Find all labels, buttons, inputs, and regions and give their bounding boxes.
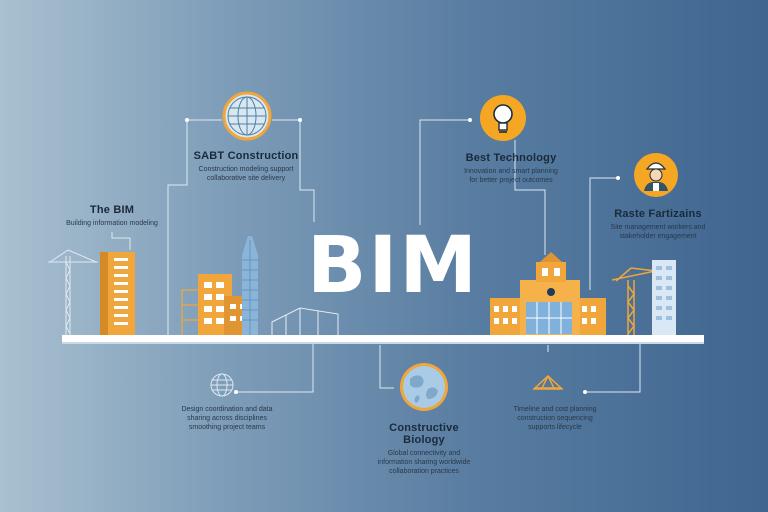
label-top-left-desc: Construction modeling support collaborat… — [198, 166, 294, 182]
building-left-tall — [100, 252, 135, 336]
globe-wireframe-icon — [222, 91, 272, 141]
connector-lines — [111, 119, 641, 393]
label-top-left: SABT Construction Construction modeling … — [186, 150, 306, 183]
label-bottom-right-desc: Timeline and cost planning construction … — [513, 406, 597, 431]
crane-left — [48, 249, 98, 335]
label-top-right: Best Technology Innovation and smart pla… — [456, 152, 566, 185]
label-top-left-title: SABT Construction — [193, 150, 299, 162]
building-right-main — [490, 252, 606, 336]
label-left-title: The BIM — [89, 204, 135, 216]
building-center-left — [198, 274, 250, 336]
lightbulb-icon — [480, 95, 526, 141]
label-bottom-center-desc: Global connectivity and information shar… — [377, 450, 471, 475]
ground-platform — [62, 335, 704, 342]
label-bottom-center-title: Constructive Biology — [389, 422, 459, 446]
earth-icon — [400, 363, 448, 411]
roof-structure-icon — [533, 374, 563, 390]
label-right: Raste Fartizains Site management workers… — [600, 208, 716, 241]
label-top-right-desc: Innovation and smart planning for better… — [464, 168, 558, 184]
label-bottom-center: Constructive Biology Global connectivity… — [368, 422, 480, 476]
building-tower-blue — [242, 236, 258, 336]
label-left: The BIM Building information modeling — [62, 204, 162, 228]
building-right-tower — [652, 260, 676, 336]
label-right-desc: Site management workers and stakeholder … — [610, 224, 706, 240]
diagram-title: BIM — [306, 221, 480, 311]
label-left-desc: Building information modeling — [66, 220, 158, 227]
label-bottom-left: Design coordination and data sharing acr… — [172, 402, 282, 432]
label-top-right-title: Best Technology — [465, 152, 557, 164]
globe-outline-icon — [210, 373, 234, 397]
wireframe-structure — [271, 307, 339, 337]
label-right-title: Raste Fartizains — [614, 208, 702, 220]
construction-worker-icon — [634, 153, 678, 197]
label-bottom-left-desc: Design coordination and data sharing acr… — [181, 406, 273, 431]
label-bottom-right: Timeline and cost planning construction … — [500, 402, 610, 432]
